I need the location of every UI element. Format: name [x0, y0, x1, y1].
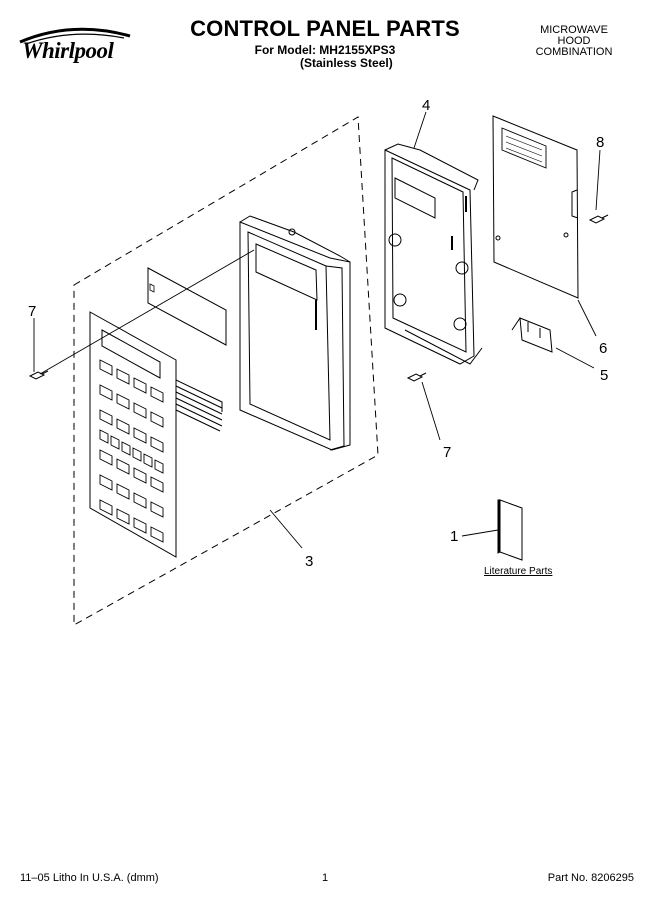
callout-label: 5: [600, 367, 608, 384]
part-number: Part No. 8206295: [547, 872, 634, 884]
membrane-keypad: [89, 311, 223, 558]
display-window: [147, 267, 227, 346]
literature-label: Literature Parts: [484, 566, 553, 577]
screw: [28, 370, 49, 380]
model-line: For Model: MH2155XPS3: [254, 43, 396, 57]
callout-label: 4: [422, 97, 430, 114]
print-info: 11–05 Litho In U.S.A. (dmm): [20, 872, 159, 884]
logo-text: Whirlpool: [22, 38, 114, 63]
appliance-type-line: MICROWAVE: [540, 24, 608, 36]
panel-bracket: [384, 143, 483, 365]
leader-lines: [33, 111, 601, 549]
variant-line: (Stainless Steel): [300, 56, 393, 70]
mount-bracket: [511, 317, 553, 353]
screw: [588, 214, 609, 224]
assembly-outline: [73, 116, 379, 626]
literature-booklet: [497, 499, 523, 561]
control-panel-frame: [239, 215, 351, 451]
circuit-board: [492, 115, 579, 299]
callout-label: 1: [450, 528, 458, 545]
callout-label: 6: [599, 340, 607, 357]
page-title: CONTROL PANEL PARTS: [190, 16, 460, 41]
callout-label: 8: [596, 134, 604, 151]
page-number: 1: [322, 872, 329, 884]
screw: [406, 372, 427, 382]
callout-label: 7: [28, 303, 36, 320]
callout-label: 7: [443, 444, 451, 461]
whirlpool-logo: [19, 27, 131, 45]
appliance-type-line: COMBINATION: [535, 46, 613, 58]
callout-label: 3: [305, 553, 313, 570]
appliance-type-line: HOOD: [557, 35, 591, 47]
